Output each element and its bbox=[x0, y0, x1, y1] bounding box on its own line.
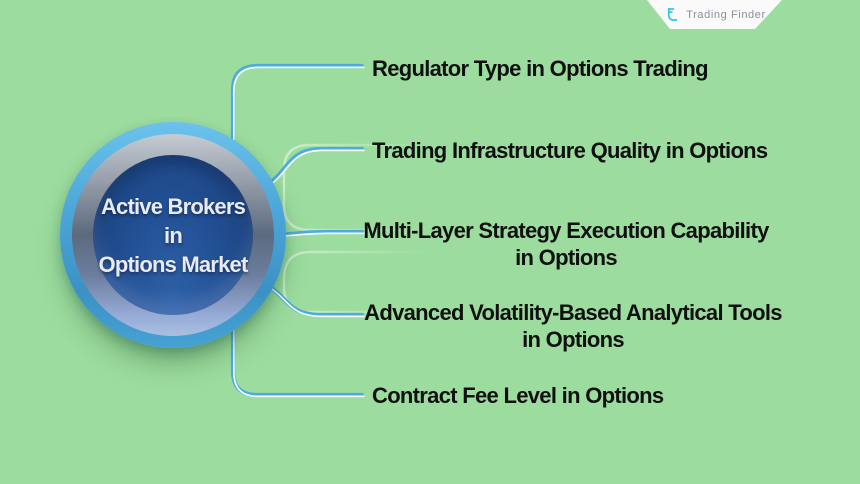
connector-highlight-regulator-type bbox=[233, 66, 365, 148]
center-node: Active Brokers in Options Market bbox=[60, 122, 286, 348]
connector-highlight-infrastructure-quality bbox=[261, 149, 365, 192]
decor-bracket-upper bbox=[282, 143, 430, 232]
connector-line-contract-fee bbox=[230, 322, 365, 398]
branch-label-text: Contract Fee Level in Options bbox=[372, 383, 664, 408]
branch-label-regulator-type: Regulator Type in Options Trading bbox=[372, 55, 709, 82]
center-title-line1: Active Brokers in bbox=[100, 193, 246, 248]
connector-line-analytical-tools bbox=[258, 278, 365, 318]
branch-label-analytical-tools: Advanced Volatility-Based Analytical Too… bbox=[353, 299, 793, 353]
branch-label-text: Advanced Volatility-Based Analytical Too… bbox=[364, 300, 782, 325]
center-node-face: Active Brokers in Options Market bbox=[93, 155, 253, 315]
center-node-title: Active Brokers in Options Market bbox=[93, 192, 253, 279]
branch-label-contract-fee: Contract Fee Level in Options bbox=[372, 382, 664, 409]
branch-label-text-line2: in Options bbox=[522, 327, 624, 352]
branch-label-text: Multi-Layer Strategy Execution Capabilit… bbox=[363, 218, 769, 243]
branch-label-infrastructure-quality: Trading Infrastructure Quality in Option… bbox=[372, 137, 768, 164]
center-title-line2: Options Market bbox=[98, 251, 249, 277]
connector-highlight-contract-fee bbox=[233, 325, 365, 398]
branch-label-strategy-execution: Multi-Layer Strategy Execution Capabilit… bbox=[346, 217, 786, 271]
connector-line-infrastructure-quality bbox=[258, 146, 365, 192]
branch-label-text: Regulator Type in Options Trading bbox=[372, 56, 709, 81]
connector-line-regulator-type bbox=[230, 63, 365, 148]
brand-name: Trading Finder bbox=[686, 8, 766, 21]
center-node-ring: Active Brokers in Options Market bbox=[72, 134, 274, 336]
tradingfinder-logo-icon bbox=[668, 7, 678, 21]
branch-label-text-line2: in Options bbox=[515, 245, 617, 270]
brand-ribbon: Trading Finder bbox=[647, 0, 782, 29]
branch-label-text: Trading Infrastructure Quality in Option… bbox=[372, 138, 768, 163]
